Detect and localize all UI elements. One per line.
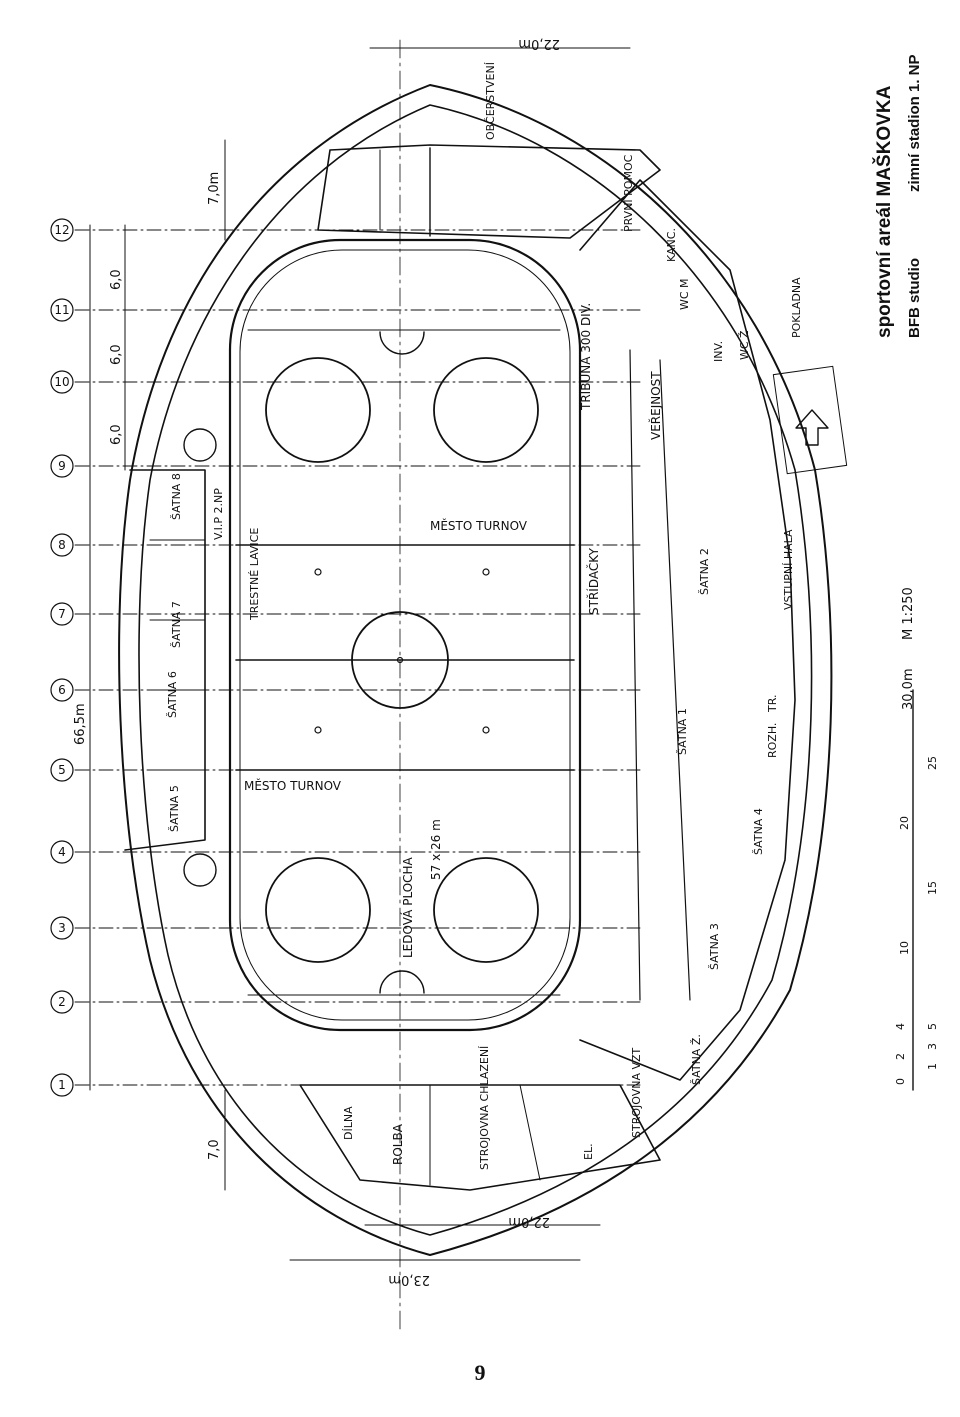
room-label: STŘÍDAČKY	[586, 547, 601, 615]
page-number: 9	[474, 1360, 486, 1385]
drawing-sheet: 1 2 3 4 5 6 7 8 9 10 11 12 22,0m 7,0m 6,…	[50, 36, 939, 1331]
room-label: 57 x 26 m	[429, 819, 443, 880]
room-label: ROZH.	[766, 723, 779, 758]
floor-plan-sketch: 1 2 3 4 5 6 7 8 9 10 11 12 22,0m 7,0m 6,…	[50, 36, 939, 1331]
dimension-label: 7,0m	[207, 172, 222, 205]
axis-label: 10	[54, 375, 69, 389]
studio-name: BFB studio	[906, 258, 923, 338]
room-label: KANC.	[665, 228, 678, 262]
scale-tick: 0	[894, 1078, 907, 1085]
scale-tick: 4	[894, 1023, 907, 1030]
axis-label: 9	[58, 459, 66, 473]
dimension-label: 23,0m	[388, 1272, 430, 1287]
room-label: STROJOVNA VZT	[630, 1047, 643, 1138]
outer-envelope	[118, 84, 833, 1256]
scale-tick: 10	[898, 941, 911, 955]
room-label: WC Ž	[738, 330, 751, 360]
dimension-label: 6,0	[109, 269, 124, 290]
spiral-stair	[183, 428, 217, 462]
right-stands-band	[579, 179, 796, 1081]
faceoff-circle	[265, 857, 371, 963]
room-label: VEŘEJNOST	[648, 371, 663, 440]
axis-label: 3	[58, 921, 66, 935]
room-label: TRIBUNA 300 DIV.	[579, 303, 593, 411]
project-title: sportovní areál MAŠKOVKA	[874, 85, 895, 338]
room-label: OBČERSTVENÍ	[484, 62, 497, 140]
room-label: ŠATNA 7	[170, 601, 183, 648]
axis-label: 2	[58, 995, 66, 1009]
scale-label: M 1:250	[901, 587, 916, 640]
faceoff-circle	[433, 357, 539, 463]
axis-label: 1	[58, 1078, 66, 1092]
dimension-label: 6,0	[109, 344, 124, 365]
room-label: ŠATNA 2	[698, 548, 711, 595]
dimension-label: 22,0m	[518, 36, 560, 51]
room-label: ŠATNA 8	[170, 473, 183, 520]
ice-rink-inner	[239, 249, 571, 1021]
scale-tick: 20	[898, 816, 911, 830]
room-label: POKLADNA	[790, 277, 803, 338]
axis-label: 8	[58, 538, 66, 552]
dimension-label: 6,0	[109, 424, 124, 445]
ice-rink-outline	[228, 238, 582, 1032]
left-dressing-band	[124, 469, 206, 851]
axis-label: 5	[58, 763, 66, 777]
room-label: ROLBA	[391, 1123, 405, 1165]
entrance-arrow	[795, 409, 829, 446]
room-label: MĚSTO TURNOV	[430, 518, 528, 533]
spiral-stair	[183, 853, 217, 887]
dimension-label: 22,0m	[508, 1214, 550, 1229]
room-label: TR.	[766, 695, 779, 713]
goal-crease-bottom	[379, 970, 425, 994]
dimension-label: 66,5m	[73, 703, 88, 745]
room-label: V.I.P 2.NP	[212, 488, 225, 540]
inner-envelope	[138, 104, 813, 1236]
scale-tick: 15	[926, 881, 939, 895]
scale-tick: 1	[926, 1063, 939, 1070]
room-label: DÍLNA	[342, 1106, 355, 1140]
room-label: ŠATNA 3	[708, 923, 721, 970]
room-label: ŠATNA 6	[166, 671, 179, 718]
scale-tick: 25	[926, 756, 939, 770]
scale-tick: 2	[894, 1053, 907, 1060]
axis-label: 6	[58, 683, 66, 697]
axis-label: 4	[58, 845, 66, 859]
drawing-title: zimní stadion 1. NP	[906, 54, 923, 192]
room-label: ŠATNA 4	[752, 808, 765, 855]
scale-value: 30,0m	[901, 668, 916, 710]
room-label: STROJOVNA CHLAZENÍ	[478, 1046, 491, 1170]
room-label: WC M	[678, 278, 691, 310]
axis-label: 12	[54, 223, 69, 237]
scale-tick: 3	[926, 1043, 939, 1050]
axis-label: 11	[54, 303, 69, 317]
room-label: MĚSTO TURNOV	[244, 778, 342, 793]
room-label: INV.	[712, 341, 725, 362]
faceoff-circle	[265, 357, 371, 463]
room-label: LEDOVÁ PLOCHA	[400, 856, 415, 958]
room-label: EL.	[582, 1143, 595, 1160]
room-label: TRESTNÉ LAVICE	[248, 528, 261, 621]
room-label: VSTUPNÍ HALA	[782, 529, 795, 610]
goal-crease-top	[379, 331, 425, 355]
faceoff-circle	[433, 857, 539, 963]
room-label: PRVNÍ POMOC	[622, 154, 635, 232]
axis-label: 7	[58, 607, 66, 621]
scale-tick: 5	[926, 1023, 939, 1030]
room-label: ŠATNA 5	[168, 785, 181, 832]
dimension-label: 7,0	[207, 1139, 222, 1160]
room-label: ŠATNA Ž.	[690, 1034, 703, 1085]
room-label: ŠATNA 1	[676, 708, 689, 755]
top-service-block	[317, 144, 661, 239]
